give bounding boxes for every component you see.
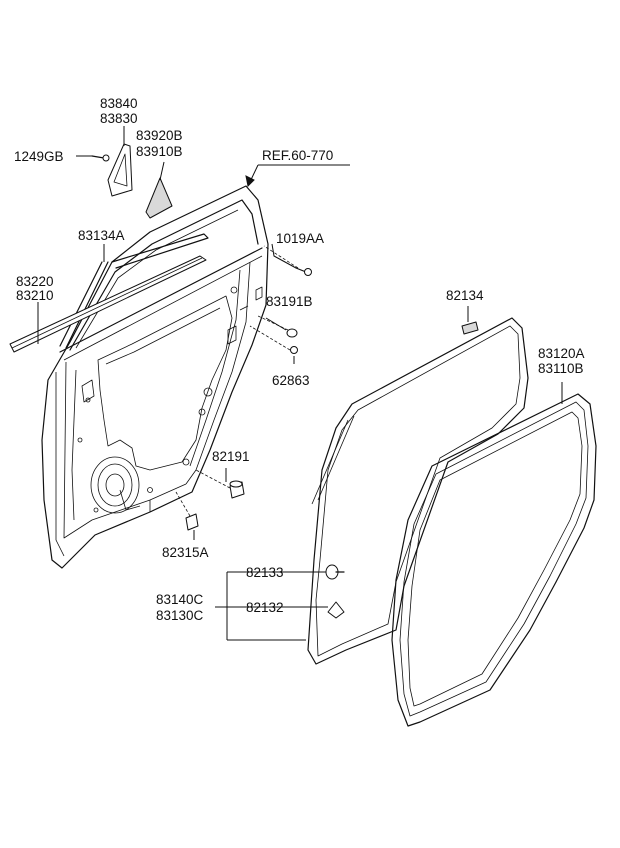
bumper-82191 (229, 480, 245, 499)
ref-arrow-icon (245, 175, 255, 188)
label-83830: 83830 (100, 111, 138, 126)
clip-82133 (325, 564, 345, 580)
body-weatherstrip-83110B (391, 393, 597, 727)
label-83910B: 83910B (136, 144, 183, 159)
plug-62863 (290, 346, 298, 354)
label-62863: 62863 (272, 373, 310, 388)
screw-1249GB (91, 154, 110, 162)
plug-83191B (286, 328, 298, 338)
label-ref-60-770: REF.60-770 (262, 148, 333, 163)
label-83140C: 83140C (156, 592, 204, 607)
label-82191: 82191 (212, 449, 250, 464)
label-83120A: 83120A (538, 346, 585, 361)
label-82133: 82133 (246, 565, 284, 580)
label-82134: 82134 (446, 288, 484, 303)
label-82132: 82132 (246, 600, 284, 615)
label-1019AA: 1019AA (276, 231, 324, 246)
label-1249GB: 1249GB (14, 149, 64, 164)
bolt-1019AA (295, 267, 312, 276)
label-83130C: 83130C (156, 608, 204, 623)
leader-lines (37, 126, 563, 641)
door-weatherstrip-83130C (307, 317, 529, 665)
label-83191B: 83191B (266, 294, 313, 309)
label-83210: 83210 (16, 288, 54, 303)
label-83134A: 83134A (78, 228, 125, 243)
label-83920B: 83920B (136, 128, 183, 143)
triangle-moulding-83910B (145, 177, 173, 219)
part-labels: 83840 83830 1249GB 83920B 83910B REF.60-… (14, 96, 585, 623)
delta-garnish-83830 (107, 143, 133, 197)
belt-strip-83134A (59, 233, 209, 349)
rear-door-panel (41, 185, 269, 569)
label-83840: 83840 (100, 96, 138, 111)
label-83110B: 83110B (538, 361, 584, 376)
clip-82134 (461, 321, 479, 335)
label-82315A: 82315A (162, 545, 209, 560)
clip-82132 (327, 601, 345, 619)
label-83220: 83220 (16, 274, 54, 289)
clip-82315A (185, 513, 199, 531)
belt-weatherstrip-83210 (9, 255, 207, 353)
